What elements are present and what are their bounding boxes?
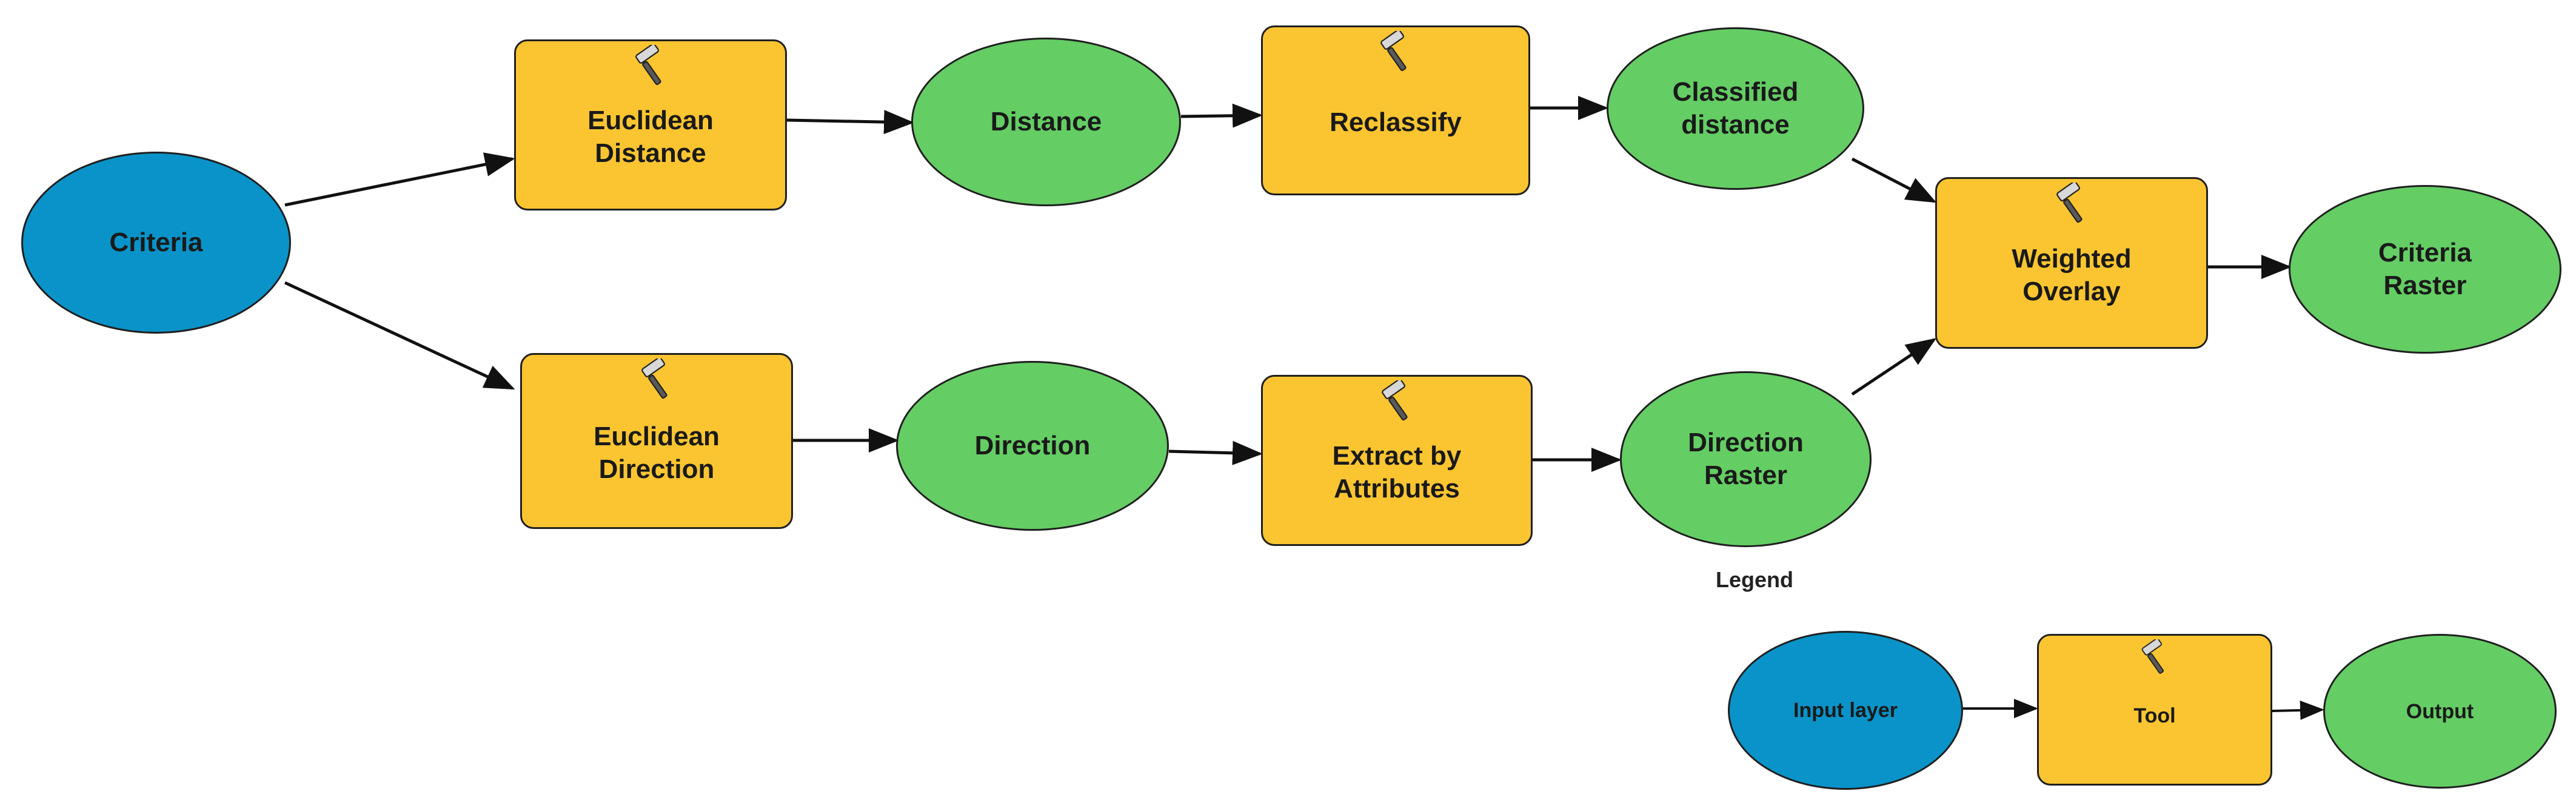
distance-node[interactable]: Distance [911, 38, 1181, 206]
legend-tool-label: Tool [2133, 704, 2176, 727]
legend-tool-node: Tool [2037, 634, 2272, 786]
legend-output-label: Output [2406, 699, 2474, 723]
criteria-raster-label: Criteria Raster [2378, 238, 2472, 300]
direction-node[interactable]: Direction [896, 361, 1169, 531]
hammer-icon [1380, 31, 1407, 72]
criteria-raster-node[interactable]: Criteria Raster [2289, 185, 2561, 354]
direction-label: Direction [974, 431, 1091, 460]
arrow-criteria-to-euclidean-direction [284, 281, 515, 390]
euclidean-distance-label: Euclidean Distance [587, 106, 714, 168]
euclidean-direction-tool[interactable]: Euclidean Direction [520, 353, 793, 529]
classified-distance-label: Classified distance [1672, 77, 1799, 140]
hammer-icon [2141, 639, 2164, 674]
hammer-icon [641, 359, 667, 399]
hammer-icon [1382, 380, 1408, 421]
arrow-criteria-to-euclidean-distance [284, 152, 515, 207]
hammer-icon [635, 45, 661, 86]
criteria-label: Criteria [109, 227, 203, 257]
legend-input-node: Input layer [1728, 631, 1963, 790]
euclidean-direction-label: Euclidean Direction [594, 422, 720, 484]
extract-by-attributes-tool[interactable]: Extract by Attributes [1261, 375, 1533, 546]
direction-raster-label: Direction Raster [1688, 428, 1804, 490]
weighted-overlay-label: Weighted Overlay [2012, 243, 2132, 306]
arrow-euclidean-distance-to-distance [786, 110, 914, 135]
distance-label: Distance [990, 107, 1102, 136]
legend-title: Legend [1716, 567, 1794, 592]
reclassify-label: Reclassify [1330, 107, 1462, 137]
hammer-icon [2056, 183, 2083, 223]
classified-distance-node[interactable]: Classified distance [1607, 27, 1864, 190]
legend-input-label: Input layer [1793, 699, 1898, 722]
arrow-direction-to-extract [1168, 440, 1263, 465]
reclassify-tool[interactable]: Reclassify [1261, 25, 1530, 195]
arrow-distance-to-reclassify [1180, 103, 1263, 128]
extract-by-attributes-label: Extract by Attributes [1332, 441, 1462, 503]
arrow-legend-tool-to-output [2272, 700, 2324, 720]
euclidean-distance-tool[interactable]: Euclidean Distance [514, 39, 787, 210]
weighted-overlay-tool[interactable]: Weighted Overlay [1935, 177, 2208, 349]
direction-raster-node[interactable]: Direction Raster [1620, 371, 1872, 547]
arrow-direction-raster-to-weighted-overlay [1851, 338, 1937, 396]
legend-output-node: Output [2323, 634, 2557, 789]
arrow-classified-distance-to-weighted-overlay [1851, 157, 1937, 203]
criteria-node[interactable]: Criteria [21, 152, 291, 334]
